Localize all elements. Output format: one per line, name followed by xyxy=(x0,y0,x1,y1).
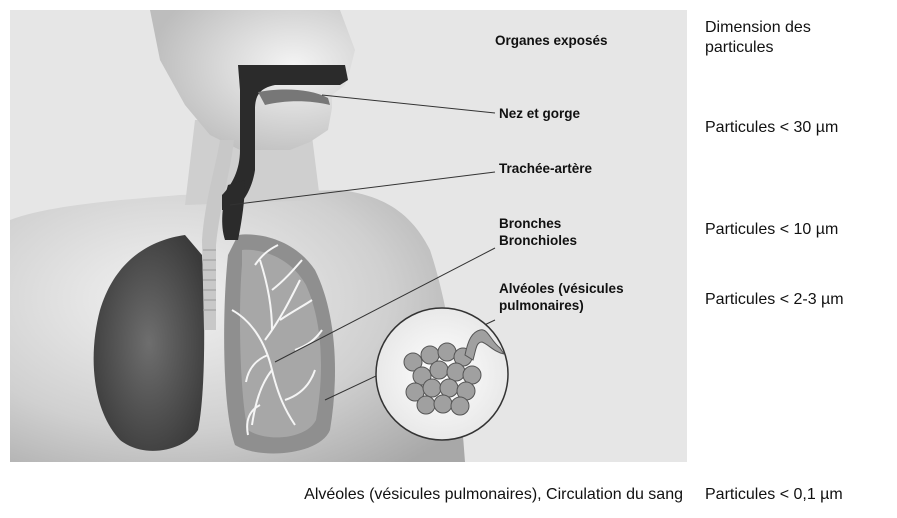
label-alveoli-line2: pulmonaires) xyxy=(499,297,584,314)
size-alveoli: Particules < 2-3 µm xyxy=(705,290,844,310)
size-column-header-line2: particules xyxy=(705,38,773,58)
label-nose-throat: Nez et gorge xyxy=(499,105,580,122)
size-nose-throat: Particules < 30 µm xyxy=(705,118,838,138)
label-exposed-organs: Organes exposés xyxy=(495,32,608,49)
bottom-size-text: Particules < 0,1 µm xyxy=(705,486,843,504)
label-bronchi: Bronches xyxy=(499,215,561,232)
size-bronchi: Particules < 10 µm xyxy=(705,220,838,240)
label-trachea: Trachée-artère xyxy=(499,160,592,177)
size-column-header-line1: Dimension des xyxy=(705,18,811,38)
label-alveoli-line1: Alvéoles (vésicules xyxy=(499,280,624,297)
anatomy-illustration-panel: Organes exposés Nez et gorge Trachée-art… xyxy=(10,10,687,462)
bottom-organs-text: Alvéoles (vésicules pulmonaires), Circul… xyxy=(304,486,683,504)
label-bronchioles: Bronchioles xyxy=(499,232,577,249)
respiratory-system-illustration xyxy=(10,10,687,462)
